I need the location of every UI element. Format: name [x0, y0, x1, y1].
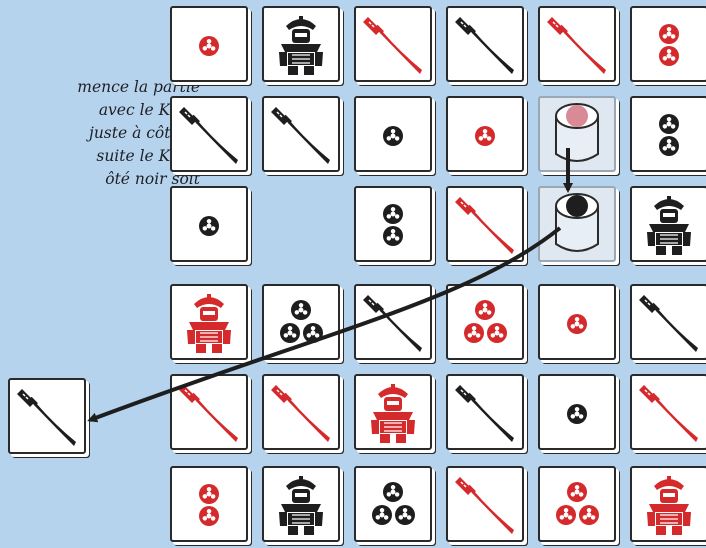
- tomoe-1-black-icon: [172, 188, 246, 260]
- katana-black-icon: [448, 376, 522, 448]
- katana-black-icon: [10, 380, 84, 452]
- board-tile[interactable]: [538, 466, 616, 542]
- board-tile[interactable]: [354, 466, 432, 542]
- board-tile[interactable]: [354, 374, 432, 450]
- board-tile[interactable]: [630, 374, 706, 450]
- katana-red-icon: [448, 188, 522, 260]
- tomoe-3-black-icon: [356, 468, 430, 540]
- board-tile[interactable]: [170, 96, 248, 172]
- board-tile[interactable]: [538, 284, 616, 360]
- board-tile[interactable]: [446, 374, 524, 450]
- samurai-red-icon: [632, 468, 706, 540]
- katana-black-icon: [356, 286, 430, 358]
- katana-red-icon: [448, 468, 522, 540]
- board-tile[interactable]: [630, 186, 706, 262]
- tomoe-3-red-icon: [448, 286, 522, 358]
- board-tile[interactable]: [170, 6, 248, 82]
- katana-black-icon: [448, 8, 522, 80]
- samurai-black-icon: [632, 188, 706, 260]
- board-tile[interactable]: [630, 96, 706, 172]
- tomoe-3-black-icon: [264, 286, 338, 358]
- tomoe-1-red-icon: [540, 286, 614, 358]
- katana-red-icon: [540, 8, 614, 80]
- board-tile[interactable]: [170, 466, 248, 542]
- empty-slot[interactable]: [258, 184, 338, 264]
- katana-red-icon: [264, 376, 338, 448]
- kaito-tile[interactable]: [538, 186, 616, 262]
- board-tile[interactable]: [170, 374, 248, 450]
- samurai-red-icon: [356, 376, 430, 448]
- samurai-black-icon: [264, 468, 338, 540]
- board-tile[interactable]: [262, 284, 340, 360]
- tomoe-1-red-icon: [448, 98, 522, 170]
- board-tile[interactable]: [170, 284, 248, 360]
- board-tile[interactable]: [354, 96, 432, 172]
- board-tile[interactable]: [630, 284, 706, 360]
- kaito-red-icon: [540, 98, 614, 170]
- katana-red-icon: [356, 8, 430, 80]
- tomoe-2-black-icon: [356, 188, 430, 260]
- board-tile[interactable]: [446, 6, 524, 82]
- samurai-red-icon: [172, 286, 246, 358]
- board-tile[interactable]: [446, 284, 524, 360]
- board-tile[interactable]: [262, 374, 340, 450]
- board-tile[interactable]: [262, 466, 340, 542]
- katana-black-icon: [172, 98, 246, 170]
- tomoe-1-black-icon: [540, 376, 614, 448]
- captured-tile[interactable]: [8, 378, 86, 454]
- tomoe-1-red-icon: [172, 8, 246, 80]
- board-tile[interactable]: [262, 6, 340, 82]
- kaito-black-icon: [540, 188, 614, 260]
- board-tile[interactable]: [262, 96, 340, 172]
- board-tile[interactable]: [538, 6, 616, 82]
- tomoe-2-red-icon: [172, 468, 246, 540]
- katana-red-icon: [172, 376, 246, 448]
- board-tile[interactable]: [446, 96, 524, 172]
- katana-black-icon: [632, 286, 706, 358]
- tomoe-3-red-icon: [540, 468, 614, 540]
- tomoe-1-black-icon: [356, 98, 430, 170]
- board-tile[interactable]: [538, 374, 616, 450]
- board-tile[interactable]: [354, 6, 432, 82]
- board-tile[interactable]: [630, 466, 706, 542]
- board-tile[interactable]: [354, 284, 432, 360]
- tomoe-2-black-icon: [632, 98, 706, 170]
- katana-black-icon: [264, 98, 338, 170]
- tomoe-2-red-icon: [632, 8, 706, 80]
- board-tile[interactable]: [630, 6, 706, 82]
- board-tile[interactable]: [170, 186, 248, 262]
- kaito-tile[interactable]: [538, 96, 616, 172]
- samurai-black-icon: [264, 8, 338, 80]
- board-tile[interactable]: [354, 186, 432, 262]
- board-tile[interactable]: [446, 466, 524, 542]
- board-tile[interactable]: [446, 186, 524, 262]
- katana-red-icon: [632, 376, 706, 448]
